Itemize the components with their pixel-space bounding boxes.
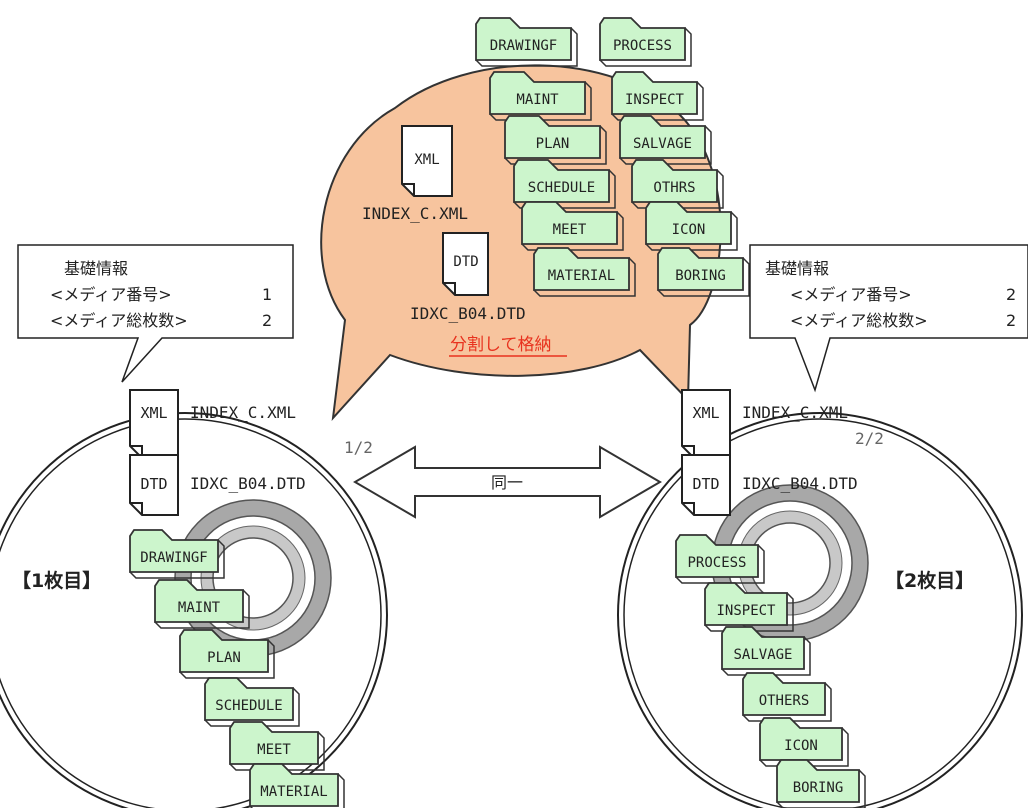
- bubble-folder-right-4: OTHRS: [631, 159, 724, 209]
- same-arrow-label: 同一: [491, 473, 523, 492]
- disc-2-folders: PROCESS INSPECT SALVAGE OTHERS ICON BORING: [675, 534, 866, 808]
- bubble-folder-left-5-label: MEET: [553, 222, 587, 238]
- bubble-folder-right-2: INSPECT: [611, 71, 704, 121]
- bubble-xml-filename: INDEX_C.XML: [362, 204, 468, 223]
- disc-2-media-number-label: <メディア番号>: [790, 285, 912, 304]
- disc-2-folder-1: PROCESS: [675, 534, 765, 584]
- disc-1-folder-3: PLAN: [179, 629, 275, 679]
- disc-2-dtd-filename: IDXC_B04.DTD: [742, 474, 858, 493]
- disc-1-folder-6: MATERIAL: [249, 763, 345, 808]
- disc-2-folder-2-label: INSPECT: [716, 603, 776, 619]
- disc-2-media-total-label: <メディア総枚数>: [790, 311, 928, 330]
- bubble-folders-right: PROCESS INSPECT SALVAGE OTHRS ICON BORING: [599, 17, 750, 297]
- bubble-folder-left-6-label: MATERIAL: [548, 268, 615, 284]
- disc-1-media-number: 1: [262, 285, 272, 304]
- disc-1-callout-title: 基礎情報: [64, 259, 128, 278]
- disc-1-folder-5-label: MEET: [257, 742, 291, 758]
- disc-2-folder-4-label: OTHERS: [759, 693, 810, 709]
- disc-1-dtd-file: DTD: [129, 454, 179, 516]
- disc-2-folder-5-label: ICON: [784, 738, 818, 754]
- disc-1-side-label: 【1枚目】: [12, 569, 101, 592]
- disc-1-folder-4: SCHEDULE: [204, 677, 300, 727]
- disc-1-folder-4-label: SCHEDULE: [215, 698, 282, 714]
- disc-1-xml-filename: INDEX_C.XML: [190, 403, 296, 422]
- disc-1-callout: 基礎情報 <メディア番号> 1 <メディア総枚数> 2: [17, 244, 294, 383]
- bubble-dtd-file: DTD: [442, 232, 489, 296]
- bubble-folder-right-5: ICON: [645, 201, 738, 251]
- disc-1-dtd-icon-label: DTD: [140, 475, 167, 493]
- bubble-folder-left-2-label: MAINT: [516, 92, 559, 108]
- disc-1-folder-2: MAINT: [154, 579, 250, 629]
- disc-2-xml-file: XML: [681, 389, 731, 459]
- disc-1-xml-file: XML: [129, 389, 179, 459]
- disc-2-folder-1-label: PROCESS: [687, 555, 746, 571]
- disc-2-folder-3-label: SALVAGE: [733, 647, 792, 663]
- disc-2-folder-6: BORING: [776, 759, 866, 808]
- bubble-folder-left-4-label: SCHEDULE: [528, 180, 595, 196]
- disc-1-folder-3-label: PLAN: [207, 650, 241, 666]
- disc-2-folder-5: ICON: [759, 717, 849, 767]
- disc-1-index: 1/2: [344, 438, 373, 457]
- bubble-caption: 分割して格納: [450, 335, 552, 355]
- disc-2-index: 2/2: [855, 429, 884, 448]
- bubble-folder-left-3-label: PLAN: [536, 136, 570, 152]
- bubble-folder-left-3: PLAN: [504, 115, 607, 165]
- bubble-folder-right-2-label: INSPECT: [625, 92, 685, 108]
- bubble-folders-left: DRAWINGF MAINT PLAN SCHEDULE MEET MATERIAL: [475, 17, 636, 297]
- disc-1-folder-2-label: MAINT: [178, 600, 221, 616]
- same-double-arrow: 同一: [353, 445, 662, 519]
- disc-2-callout-title: 基礎情報: [765, 259, 829, 278]
- bubble-folder-left-2: MAINT: [489, 71, 592, 121]
- disc-2-folder-4: OTHERS: [742, 672, 832, 722]
- bubble-folder-left-1: DRAWINGF: [475, 17, 578, 67]
- bubble-folder-left-1-label: DRAWINGF: [490, 38, 557, 54]
- disc-2-dtd-file: DTD: [681, 454, 731, 516]
- bubble-folder-right-6: BORING: [657, 247, 750, 297]
- disc-1-dtd-filename: IDXC_B04.DTD: [190, 474, 306, 493]
- bubble-folder-right-1: PROCESS: [599, 17, 692, 67]
- bubble-folder-right-3: SALVAGE: [619, 115, 712, 165]
- disc-2-callout: 基礎情報 <メディア番号> 2 <メディア総枚数> 2: [749, 244, 1028, 393]
- disc-1-xml-icon-label: XML: [140, 404, 167, 422]
- disc-2-dtd-icon-label: DTD: [692, 475, 719, 493]
- bubble-folder-right-1-label: PROCESS: [613, 38, 672, 54]
- disc-1-folder-5: MEET: [229, 721, 325, 771]
- bubble-xml-file: XML: [401, 125, 453, 197]
- disc-1-folder-1-label: DRAWINGF: [140, 550, 207, 566]
- disc-2-folder-2: INSPECT: [704, 582, 794, 632]
- disc-1-media-total: 2: [262, 311, 272, 330]
- bubble-folder-right-3-label: SALVAGE: [633, 136, 692, 152]
- bubble-folder-right-4-label: OTHRS: [653, 180, 695, 196]
- disc-2-side-label: 【2枚目】: [885, 569, 974, 592]
- bubble-folder-right-6-label: BORING: [675, 268, 726, 284]
- bubble-dtd-filename: IDXC_B04.DTD: [410, 304, 526, 323]
- disc-1-folders: DRAWINGF MAINT PLAN SCHEDULE MEET MATERIAL: [129, 529, 345, 808]
- disc-1-media-number-label: <メディア番号>: [50, 285, 172, 304]
- disc-2-folder-6-label: BORING: [793, 780, 844, 796]
- disc-2-xml-filename: INDEX_C.XML: [742, 403, 848, 422]
- disc-2-media-total: 2: [1006, 311, 1016, 330]
- bubble-folder-right-5-label: ICON: [672, 222, 706, 238]
- bubble-folder-left-5: MEET: [521, 201, 624, 251]
- bubble-dtd-icon-label: DTD: [453, 254, 478, 270]
- disc-1-folder-1: DRAWINGF: [129, 529, 225, 579]
- disc-2-media-number: 2: [1006, 285, 1016, 304]
- disc-2-folder-3: SALVAGE: [721, 626, 811, 676]
- bubble-folder-left-6: MATERIAL: [533, 247, 636, 297]
- disc-2-xml-icon-label: XML: [692, 404, 719, 422]
- disc-1-folder-6-label: MATERIAL: [260, 784, 327, 800]
- disc-1-media-total-label: <メディア総枚数>: [50, 311, 188, 330]
- bubble-xml-icon-label: XML: [414, 152, 439, 168]
